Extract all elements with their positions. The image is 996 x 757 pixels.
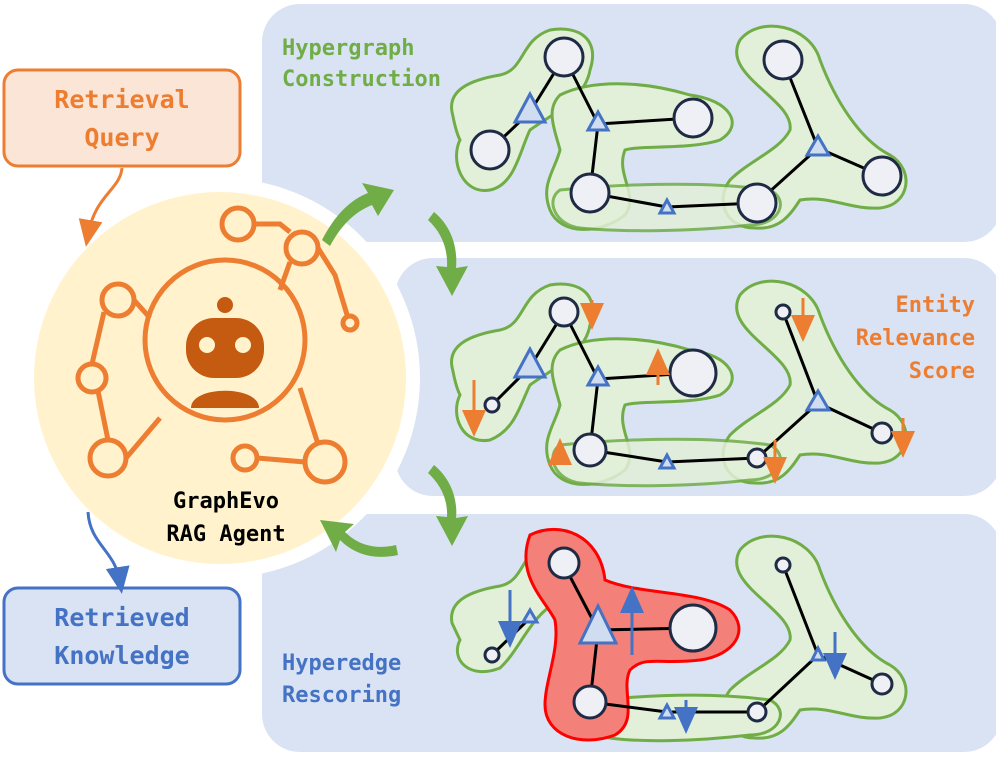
- retrieval-query-box[interactable]: [2, 68, 242, 168]
- construction-to-relevance-arrow: [428, 212, 468, 296]
- relevance-to-rescoring-arrow: [428, 465, 468, 546]
- rescoring-to-agent-arrow: [320, 520, 398, 557]
- robot-icon: [186, 297, 264, 408]
- retrieval-query-line2: Query: [84, 123, 159, 152]
- green-flow-arrows: [320, 183, 468, 557]
- agent-to-construction-arrow: [322, 183, 394, 246]
- hypergraph-bottom: [450, 527, 908, 743]
- hypergraph-middle: [450, 279, 915, 488]
- agent-to-knowledge-arrow: [86, 511, 130, 594]
- query-to-agent-arrow: [78, 167, 124, 247]
- panel-middle-label-line3: Score: [909, 359, 975, 384]
- panel-top-label-line2: Construction: [282, 67, 441, 92]
- rescoring-arrows: [498, 586, 847, 734]
- panel-top-label-line1: Hypergraph: [282, 36, 414, 61]
- panel-middle-label-line2: Relevance: [856, 326, 975, 351]
- agent-label-line1: GraphEvo: [173, 489, 279, 514]
- retrieved-knowledge-line1: Retrieved: [54, 603, 189, 632]
- agent-label-line2: RAG Agent: [166, 522, 285, 547]
- relevance-arrows: [462, 298, 915, 484]
- panel-bottom-label-line1: Hyperedge: [282, 651, 401, 676]
- panel-bottom-label-line2: Rescoring: [282, 683, 401, 708]
- retrieved-knowledge-line2: Knowledge: [54, 641, 189, 670]
- retrieval-query-line1: Retrieval: [54, 85, 189, 114]
- network-icon: [75, 205, 360, 485]
- panel-middle-label-line1: Entity: [896, 293, 975, 318]
